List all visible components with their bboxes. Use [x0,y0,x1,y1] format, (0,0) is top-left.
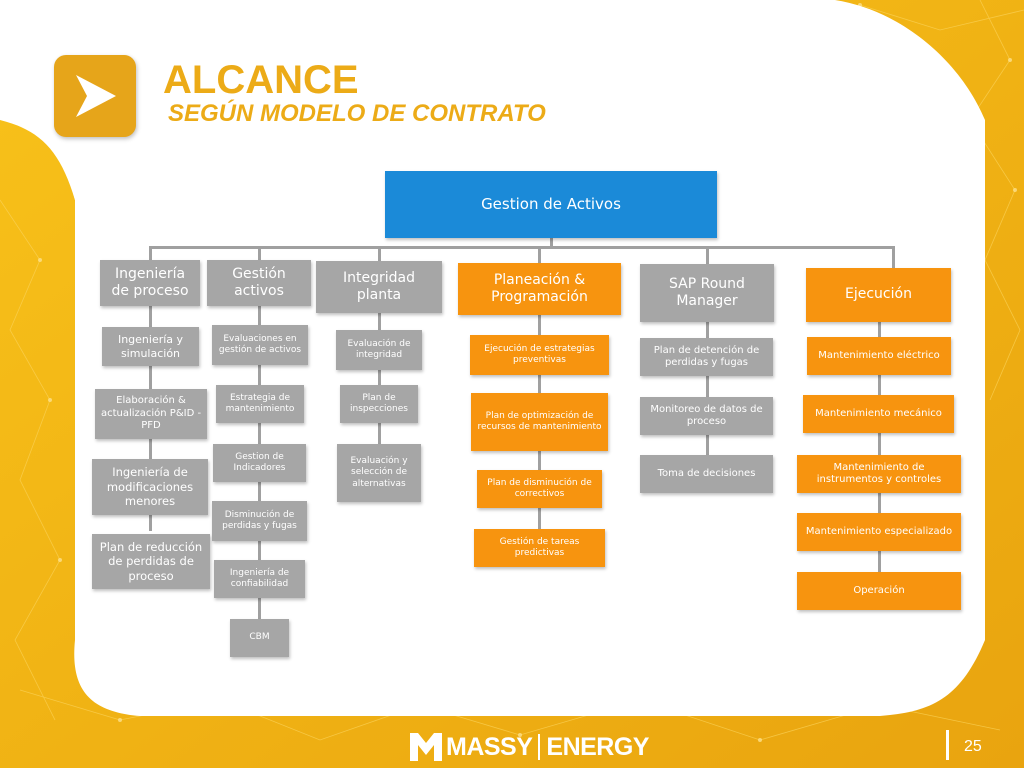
connector-line [538,246,541,264]
branch-item-label: Evaluación y selección de alternativas [350,456,408,489]
branch-head-label: Integridad planta [343,269,415,304]
branch-item-label: Gestion de Indicadores [233,451,286,473]
branch-head-label: Ingeniería de proceso [111,265,189,300]
branch-item: Monitoreo de datos de proceso [640,397,773,435]
branch-head-label: Ejecución [845,286,912,303]
branch-item: Gestion de Indicadores [213,444,306,482]
branch-item-label: Ingeniería y simulación [117,332,184,360]
branch-item: Gestión de tareas predictivas [474,529,605,567]
branch-item-label: Plan de disminución de correctivos [487,477,592,499]
branch-item: Mantenimiento eléctrico [807,337,951,375]
branch-item: Evaluaciones en gestión de activos [212,325,308,365]
branch-head-integridad-planta: Integridad planta [316,261,442,313]
branch-item-label: Evaluaciones en gestión de activos [218,333,302,355]
branch-item: Mantenimiento especializado [797,513,961,551]
branch-item-label: Toma de decisiones [657,467,756,479]
connector-line [706,246,709,264]
connector-line [878,322,881,574]
branch-item: Plan de inspecciones [340,385,418,423]
page-title: ALCANCE [163,58,359,102]
branch-item: Ingeniería y simulación [102,327,199,366]
org-root-box: Gestion de Activos [385,171,717,238]
branch-item-label: Monitoreo de datos de proceso [650,403,763,428]
brand-logo: MASSY ENERGY [410,731,649,763]
branch-item-label: Mantenimiento de instrumentos y controle… [816,461,942,486]
branch-item: Evaluación de integridad [336,330,422,370]
connector-line [149,246,152,260]
connector-line [378,313,381,448]
branch-item: Disminución de perdidas y fugas [212,501,307,541]
branch-item: Plan de disminución de correctivos [477,470,602,508]
branch-item: Plan de optimización de recursos de mant… [471,393,608,451]
branch-item-label: Plan de inspecciones [350,392,408,414]
branch-item: Toma de decisiones [640,455,773,493]
page-subtitle: SEGÚN MODELO DE CONTRATO [168,100,546,127]
branch-item: Mantenimiento mecánico [803,395,954,433]
connector-line [892,246,895,268]
connector-line [706,322,709,458]
branch-item-label: Plan de detención de perdidas y fugas [653,344,760,369]
arrow-icon [76,75,116,117]
branch-item-label: Elaboración & actualización P&ID - PFD [100,395,202,432]
branch-item-label: Plan de reducción de perdidas de proceso [99,539,203,583]
branch-item-label: Disminución de perdidas y fugas [222,509,297,531]
branch-item: Plan de detención de perdidas y fugas [640,338,773,376]
branch-item-label: CBM [249,632,270,643]
branch-item: Operación [797,572,961,610]
branch-head-planeacion: Planeación & Programación [458,263,621,315]
branch-item-label: Evaluación de integridad [347,338,411,360]
branch-item-label: Mantenimiento especializado [805,525,953,537]
branch-item: CBM [230,619,289,657]
branch-head-gestion-activos: Gestión activos [207,260,311,306]
branch-head-ingenieria-proceso: Ingeniería de proceso [100,260,200,306]
branch-item-label: Operación [853,584,905,596]
section-icon-tile [54,55,136,137]
page-number: 25 [964,738,982,755]
brand-name-right: ENERGY [546,732,649,761]
brand-name-left: MASSY [446,732,533,761]
branch-item-label: Mantenimiento mecánico [815,407,942,419]
org-root-label: Gestion de Activos [481,195,621,214]
branch-item: Estrategia de mantenimiento [216,385,304,423]
branch-item-label: Estrategia de mantenimiento [225,392,295,414]
branch-item-label: Ingeniería de modificaciones menores [106,465,194,509]
massy-logo-icon [410,733,442,761]
branch-item: Plan de reducción de perdidas de proceso [92,534,210,589]
footer-divider [946,730,949,760]
branch-item: Ingeniería de modificaciones menores [92,459,208,515]
branch-item: Ingeniería de confiabilidad [214,560,305,598]
branch-item: Ejecución de estrategias preventivas [470,335,609,375]
branch-item: Mantenimiento de instrumentos y controle… [797,455,961,493]
connector-line [149,246,894,249]
branch-item: Elaboración & actualización P&ID - PFD [95,389,207,439]
branch-item-label: Mantenimiento eléctrico [818,349,940,361]
branch-item-label: Ingeniería de confiabilidad [229,567,290,589]
brand-divider [538,734,541,760]
branch-head-label: Gestión activos [232,265,286,300]
connector-line [258,246,261,260]
branch-head-ejecucion: Ejecución [806,268,951,322]
branch-item-label: Gestión de tareas predictivas [499,536,580,558]
connector-line [378,246,381,261]
branch-head-label: SAP Round Manager [669,275,745,310]
branch-item-label: Plan de optimización de recursos de mant… [477,410,602,432]
branch-item: Evaluación y selección de alternativas [337,444,421,502]
branch-head-sap-round-manager: SAP Round Manager [640,264,774,322]
connector-line [550,238,553,248]
branch-head-label: Planeación & Programación [491,271,588,306]
branch-item-label: Ejecución de estrategias preventivas [484,343,595,365]
